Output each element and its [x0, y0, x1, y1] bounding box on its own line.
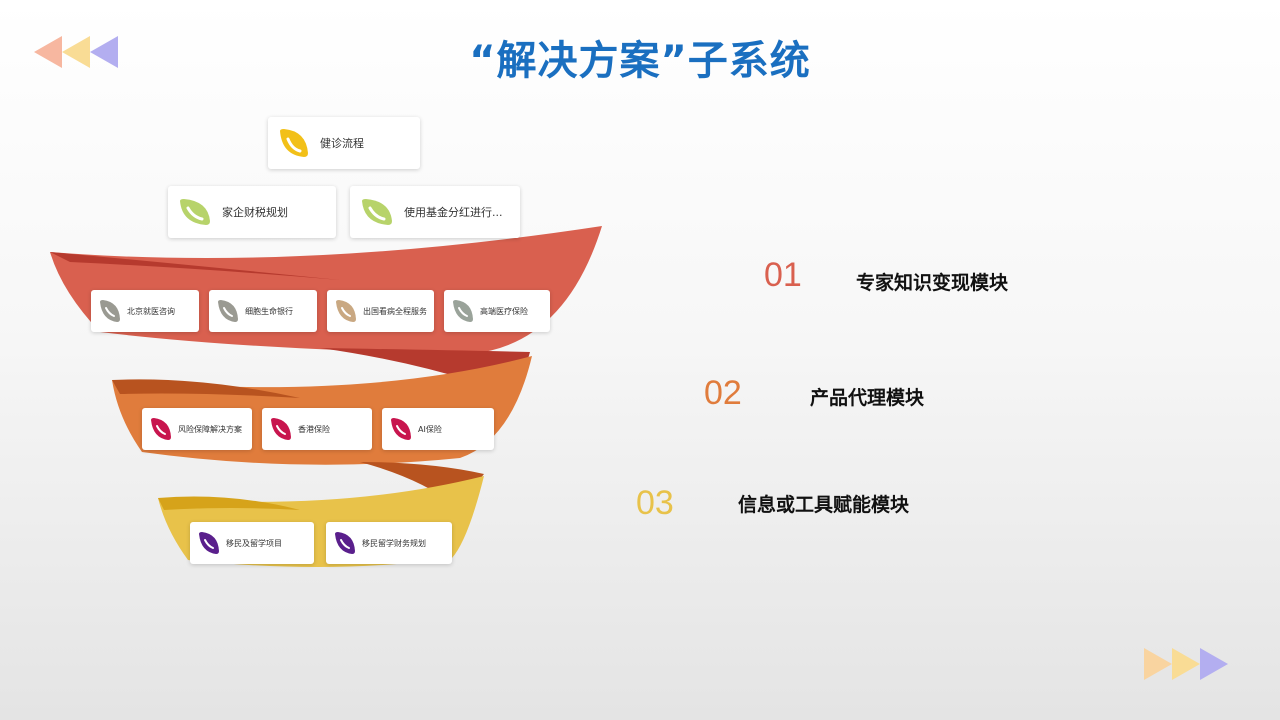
green-phone-icon — [180, 199, 210, 225]
right-arrows-decoration — [1144, 648, 1228, 680]
crimson-phone-icon — [391, 418, 411, 440]
funnel-card-cell-bank[interactable]: 细胞生命银行 — [209, 290, 317, 332]
crimson-phone-icon — [271, 418, 291, 440]
module-label-product-agent: 产品代理模块 — [810, 387, 925, 409]
yellow-phone-icon — [280, 129, 308, 157]
funnel-card-fund-dividend[interactable]: 使用基金分红进行... — [350, 186, 520, 238]
module-number-03: 03 — [636, 484, 674, 522]
module-label-expert-knowledge: 专家知识变现模块 — [856, 272, 1009, 294]
funnel-card-risk-solution[interactable]: 风险保障解决方案 — [142, 408, 252, 450]
crimson-phone-icon — [151, 418, 171, 440]
funnel-card-beijing-medical[interactable]: 北京就医咨询 — [91, 290, 199, 332]
gray-phone-icon — [453, 300, 473, 322]
module-number-01: 01 — [764, 256, 802, 294]
purple-phone-icon — [335, 532, 355, 554]
funnel-card-hk-insurance[interactable]: 香港保险 — [262, 408, 372, 450]
gray-phone-icon — [100, 300, 120, 322]
tan-phone-icon — [336, 300, 356, 322]
gray-phone-icon — [218, 300, 238, 322]
module-label-info-tools: 信息或工具赋能模块 — [738, 494, 910, 516]
left-arrows-decoration — [34, 36, 118, 68]
funnel-card-immigration-finance[interactable]: 移民留学财务规划 — [326, 522, 452, 564]
funnel-card-health-check[interactable]: 健诊流程 — [268, 117, 420, 169]
funnel-card-premium-insurance[interactable]: 高端医疗保险 — [444, 290, 550, 332]
page-title: “解决方案”子系统 — [469, 38, 811, 84]
green-phone-icon — [362, 199, 392, 225]
funnel-card-family-tax-plan[interactable]: 家企财税规划 — [168, 186, 336, 238]
purple-phone-icon — [199, 532, 219, 554]
funnel-card-overseas-treatment[interactable]: 出国看病全程服务 — [327, 290, 434, 332]
module-number-02: 02 — [704, 374, 742, 412]
funnel-card-ai-insurance[interactable]: AI保险 — [382, 408, 494, 450]
funnel-card-immigration-study[interactable]: 移民及留学项目 — [190, 522, 314, 564]
